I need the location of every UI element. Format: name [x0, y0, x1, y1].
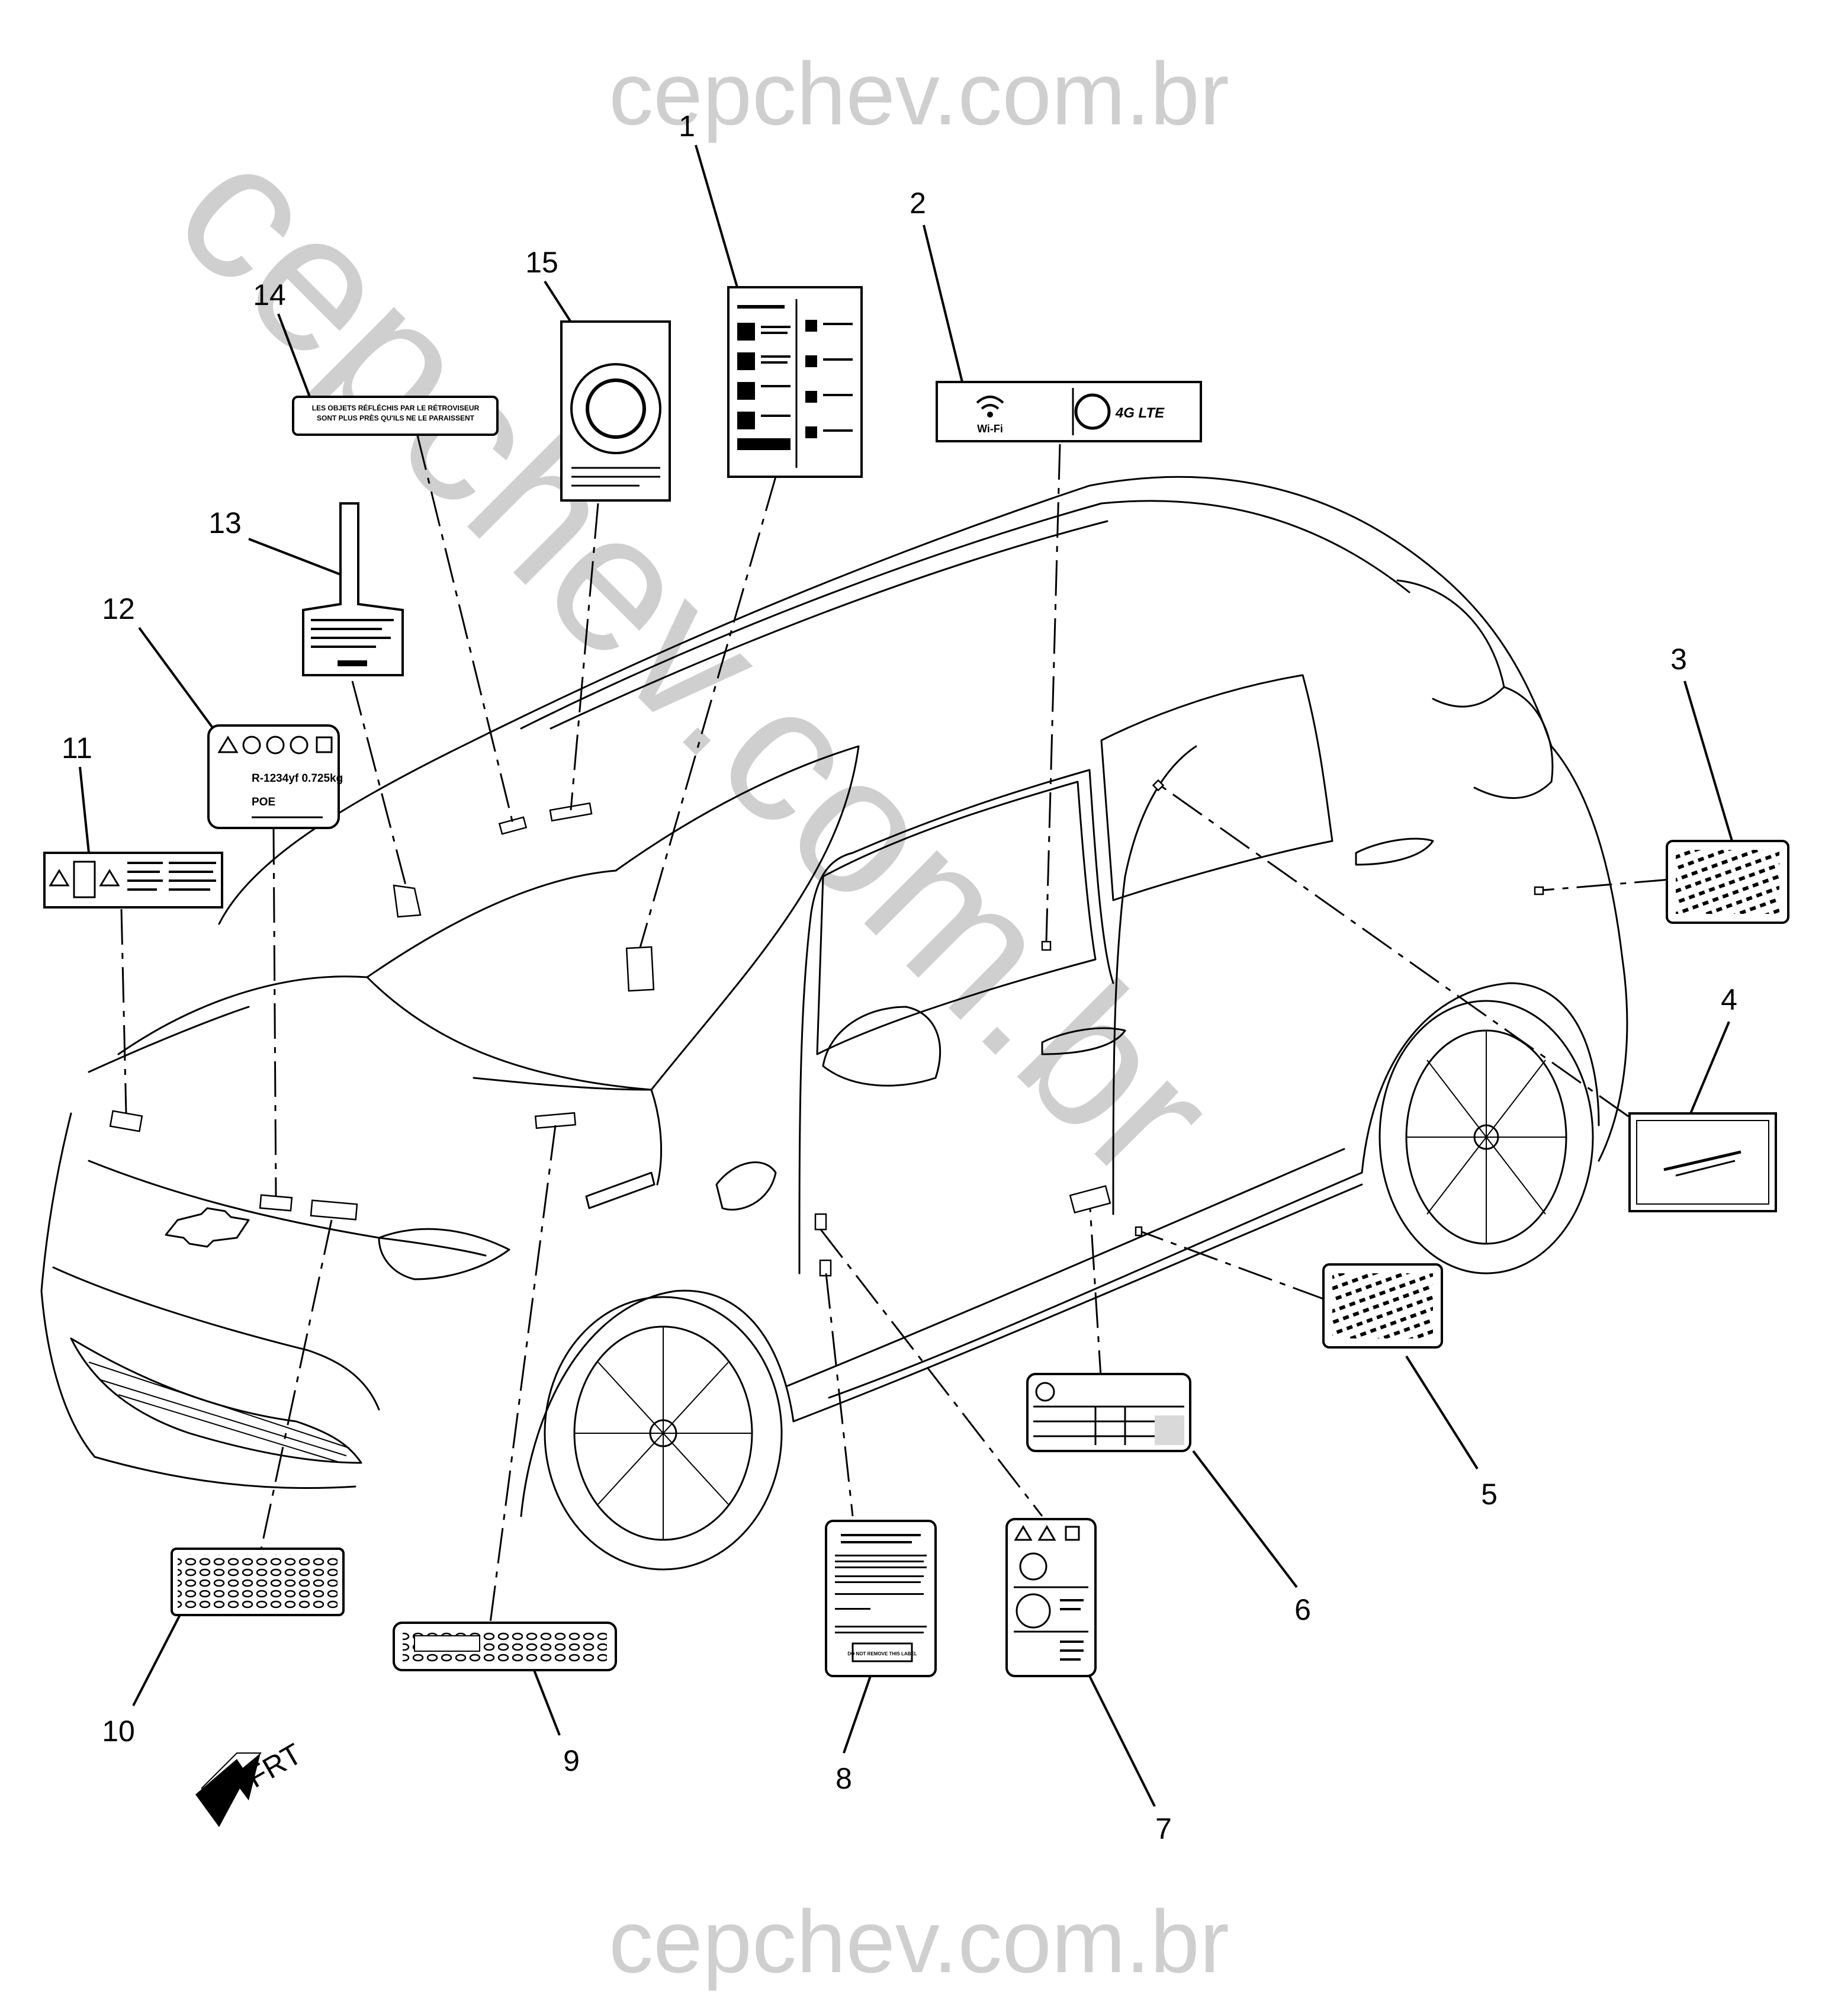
label-14-mirror-warning: LES OBJETS RÉFLÉCHIS PAR LE RÉTROVISEUR …: [292, 396, 499, 436]
plate-text: DO NOT REMOVE THIS LABEL: [847, 1651, 917, 1657]
callout-2: 2: [910, 187, 926, 220]
refrigerant-charge: R-1234yf 0.725kg: [252, 772, 343, 785]
callout-numbers: 1 2 3 4 5 6 7 8 9 10 11 12 13 14 15: [62, 110, 1737, 1845]
callout-4: 4: [1721, 983, 1737, 1016]
label-12-refrigerant: R-1234yf 0.725kg POE: [207, 724, 343, 829]
label-2-wifi-lte: Wi-Fi 4G LTE: [936, 381, 1202, 442]
callout-8: 8: [836, 1762, 852, 1795]
wifi-text: Wi-Fi: [977, 423, 1003, 435]
dash-leaders: [120, 435, 1670, 1623]
callout-5: 5: [1481, 1478, 1498, 1511]
watermark-top: cepchev.com.br: [609, 44, 1229, 143]
callout-13: 13: [208, 506, 242, 540]
label-1-instruction: [727, 286, 863, 478]
mirror-warning-line2: SONT PLUS PRÈS QU'ILS NE LE PARAISSENT: [317, 413, 475, 422]
watermark-bottom: cepchev.com.br: [609, 1892, 1229, 1991]
mirror-warning-line1: LES OBJETS RÉFLÉCHIS PAR LE RÉTROVISEUR: [312, 403, 480, 412]
label-6-tire-placard: [1026, 1373, 1191, 1452]
vehicle-outline: [40, 476, 1628, 1571]
callout-15: 15: [525, 246, 558, 279]
label-3-pattern: [1666, 840, 1789, 924]
callout-3: 3: [1670, 643, 1687, 676]
label-10-pattern: [171, 1548, 345, 1616]
callout-11: 11: [62, 731, 92, 765]
label-locations: [109, 779, 1544, 1277]
label-15-onstar: [560, 320, 671, 502]
callout-12: 12: [102, 592, 135, 625]
front-direction-indicator: FRT: [195, 1737, 307, 1827]
label-13-hang-tag: [302, 502, 404, 676]
label-8-document: DO NOT REMOVE THIS LABEL: [825, 1520, 937, 1677]
callout-leaders: [79, 145, 1733, 1807]
label-9-pattern: [393, 1622, 617, 1671]
callout-1: 1: [679, 110, 695, 143]
refrigerant-oil: POE: [252, 796, 275, 808]
label-11-hood-warning: [43, 852, 223, 909]
callout-14: 14: [253, 278, 286, 312]
callout-6: 6: [1294, 1593, 1311, 1626]
label-5-pattern: [1322, 1263, 1443, 1349]
label-7-service: [1005, 1518, 1097, 1677]
callout-10: 10: [102, 1715, 135, 1748]
callout-7: 7: [1155, 1812, 1172, 1845]
callout-9: 9: [563, 1744, 580, 1777]
lte-text: 4G LTE: [1115, 405, 1165, 421]
label-4-rect: [1628, 1112, 1777, 1212]
